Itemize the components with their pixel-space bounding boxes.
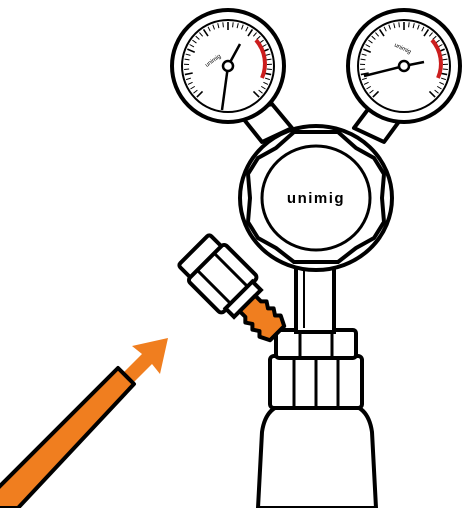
brand-logo-text: unimig <box>287 190 345 207</box>
adjusting-knob[interactable]: unimig <box>248 132 384 262</box>
pressure-gauge-right: unimig <box>348 10 460 122</box>
gauge-tick <box>399 22 400 27</box>
gas-cylinder <box>258 404 376 508</box>
gas-hose <box>0 368 134 508</box>
gauge-tick <box>233 22 234 27</box>
regulator-stem <box>296 262 334 332</box>
gauge-tick <box>223 22 224 27</box>
cylinder-nut-large <box>270 356 362 408</box>
gauge-tick <box>409 22 410 27</box>
cylinder-nut-small <box>276 330 356 358</box>
arrow-up-right-icon <box>124 338 168 382</box>
pressure-gauge-left: unimig <box>172 10 284 122</box>
